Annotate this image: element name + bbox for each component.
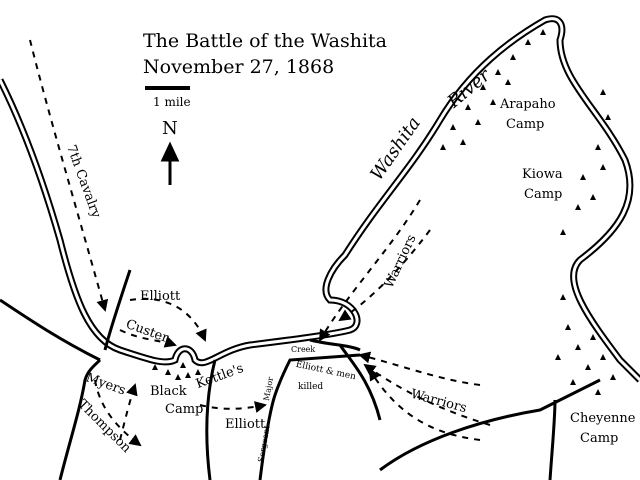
label-arapaho-camp: Camp — [506, 117, 545, 132]
scale-label: 1 mile — [153, 95, 191, 109]
label-black-kettle-camp: Camp — [165, 402, 204, 417]
label-kiowa-camp: Camp — [524, 187, 563, 202]
scale-bar — [145, 86, 190, 90]
label-elliott-top: Elliott — [140, 289, 181, 304]
north-label: N — [162, 118, 178, 139]
label-cheyenne-camp: Camp — [580, 431, 619, 446]
label-killed: killed — [298, 382, 324, 392]
map-date: November 27, 1868 — [143, 56, 335, 78]
label-arapaho: Arapaho — [500, 97, 556, 112]
label-creek: Creek — [291, 345, 316, 354]
label-elliott-bottom: Elliott — [225, 417, 266, 432]
label-cheyenne: Cheyenne — [570, 411, 636, 426]
creeks — [0, 269, 601, 480]
troop-movements — [29, 39, 491, 447]
north-arrow-icon — [160, 141, 180, 185]
label-kiowa: Kiowa — [522, 167, 563, 182]
map-title: The Battle of the Washita — [143, 30, 388, 52]
label-black: Black — [150, 384, 187, 399]
